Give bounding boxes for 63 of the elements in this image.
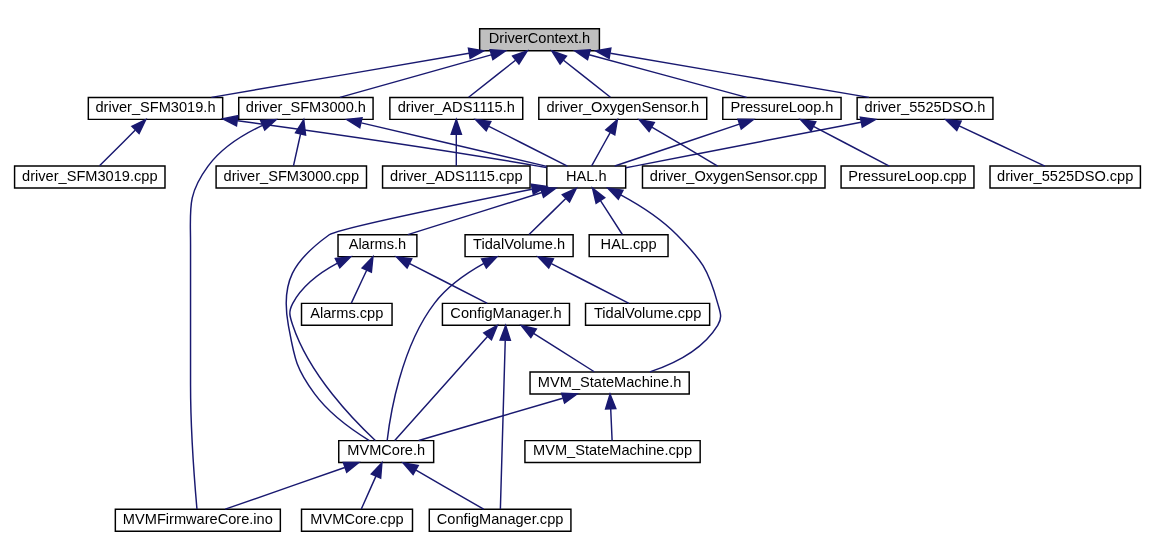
arrow bbox=[798, 118, 891, 167]
node-box: TidalVolume.h bbox=[464, 234, 574, 258]
arrow bbox=[339, 49, 508, 99]
arrow bbox=[499, 323, 512, 510]
node-box: driver_ADS1115.h bbox=[389, 96, 524, 121]
node-box: driver_SFM3019.h bbox=[87, 96, 224, 121]
arrow bbox=[528, 186, 578, 236]
arrow bbox=[605, 187, 722, 373]
arrow bbox=[407, 186, 558, 236]
node-box: driver_ADS1115.cpp bbox=[381, 165, 531, 189]
arrow bbox=[604, 391, 617, 442]
arrow bbox=[285, 183, 549, 442]
arrow bbox=[591, 186, 624, 236]
node-box: driver_OxygenSensor.cpp bbox=[641, 165, 826, 189]
node-box: driver_SFM3000.cpp bbox=[215, 165, 368, 189]
node-box: MVMFirmwareCore.ino bbox=[114, 508, 282, 532]
node-box: Alarms.h bbox=[337, 234, 418, 258]
node-box: MVMCore.cpp bbox=[300, 508, 414, 532]
node-box: PressureLoop.cpp bbox=[840, 165, 975, 189]
arrow bbox=[360, 460, 383, 510]
arrow bbox=[344, 116, 548, 168]
arrow bbox=[572, 48, 748, 99]
arrow bbox=[394, 255, 489, 305]
arrow bbox=[943, 118, 1046, 167]
node-box: driver_SFM3000.h bbox=[238, 96, 374, 121]
arrow bbox=[550, 49, 612, 98]
arrow bbox=[386, 255, 499, 442]
node-box: ConfigManager.h bbox=[441, 302, 571, 326]
node-box: MVM_StateMachine.h bbox=[529, 371, 690, 395]
arrow bbox=[289, 255, 377, 442]
arrow bbox=[394, 323, 499, 442]
node-box: driver_5525DSO.h bbox=[856, 96, 994, 121]
node-box: driver_5525DSO.cpp bbox=[989, 165, 1142, 189]
arrow bbox=[614, 118, 756, 167]
arrow bbox=[210, 47, 486, 99]
arrow bbox=[450, 117, 463, 167]
arrow bbox=[519, 324, 595, 373]
node-box: HAL.cpp bbox=[588, 234, 669, 258]
arrow bbox=[593, 47, 870, 99]
arrow bbox=[350, 254, 374, 304]
arrow bbox=[467, 49, 529, 98]
arrow bbox=[536, 255, 630, 305]
arrow bbox=[473, 118, 569, 167]
arrow bbox=[624, 116, 878, 169]
arrow bbox=[401, 461, 485, 510]
node-box: MVM_StateMachine.cpp bbox=[524, 439, 701, 464]
arrow bbox=[189, 118, 279, 510]
arrow bbox=[590, 117, 619, 167]
node-box: driver_SFM3019.cpp bbox=[13, 165, 166, 189]
arrow bbox=[98, 118, 148, 167]
node-box: driver_OxygenSensor.h bbox=[538, 96, 708, 121]
node-box: HAL.h bbox=[546, 165, 627, 189]
node-box: DriverContext.h bbox=[478, 28, 601, 52]
arrow bbox=[292, 117, 307, 167]
node-box: MVMCore.h bbox=[338, 439, 435, 464]
node-box: PressureLoop.h bbox=[722, 96, 842, 121]
arrow bbox=[637, 118, 719, 167]
node-box: ConfigManager.cpp bbox=[428, 508, 572, 532]
node-box: Alarms.cpp bbox=[300, 302, 393, 326]
arrow bbox=[418, 392, 580, 442]
arrow bbox=[224, 461, 361, 510]
arrow bbox=[220, 114, 548, 169]
node-box: TidalVolume.cpp bbox=[584, 302, 711, 326]
